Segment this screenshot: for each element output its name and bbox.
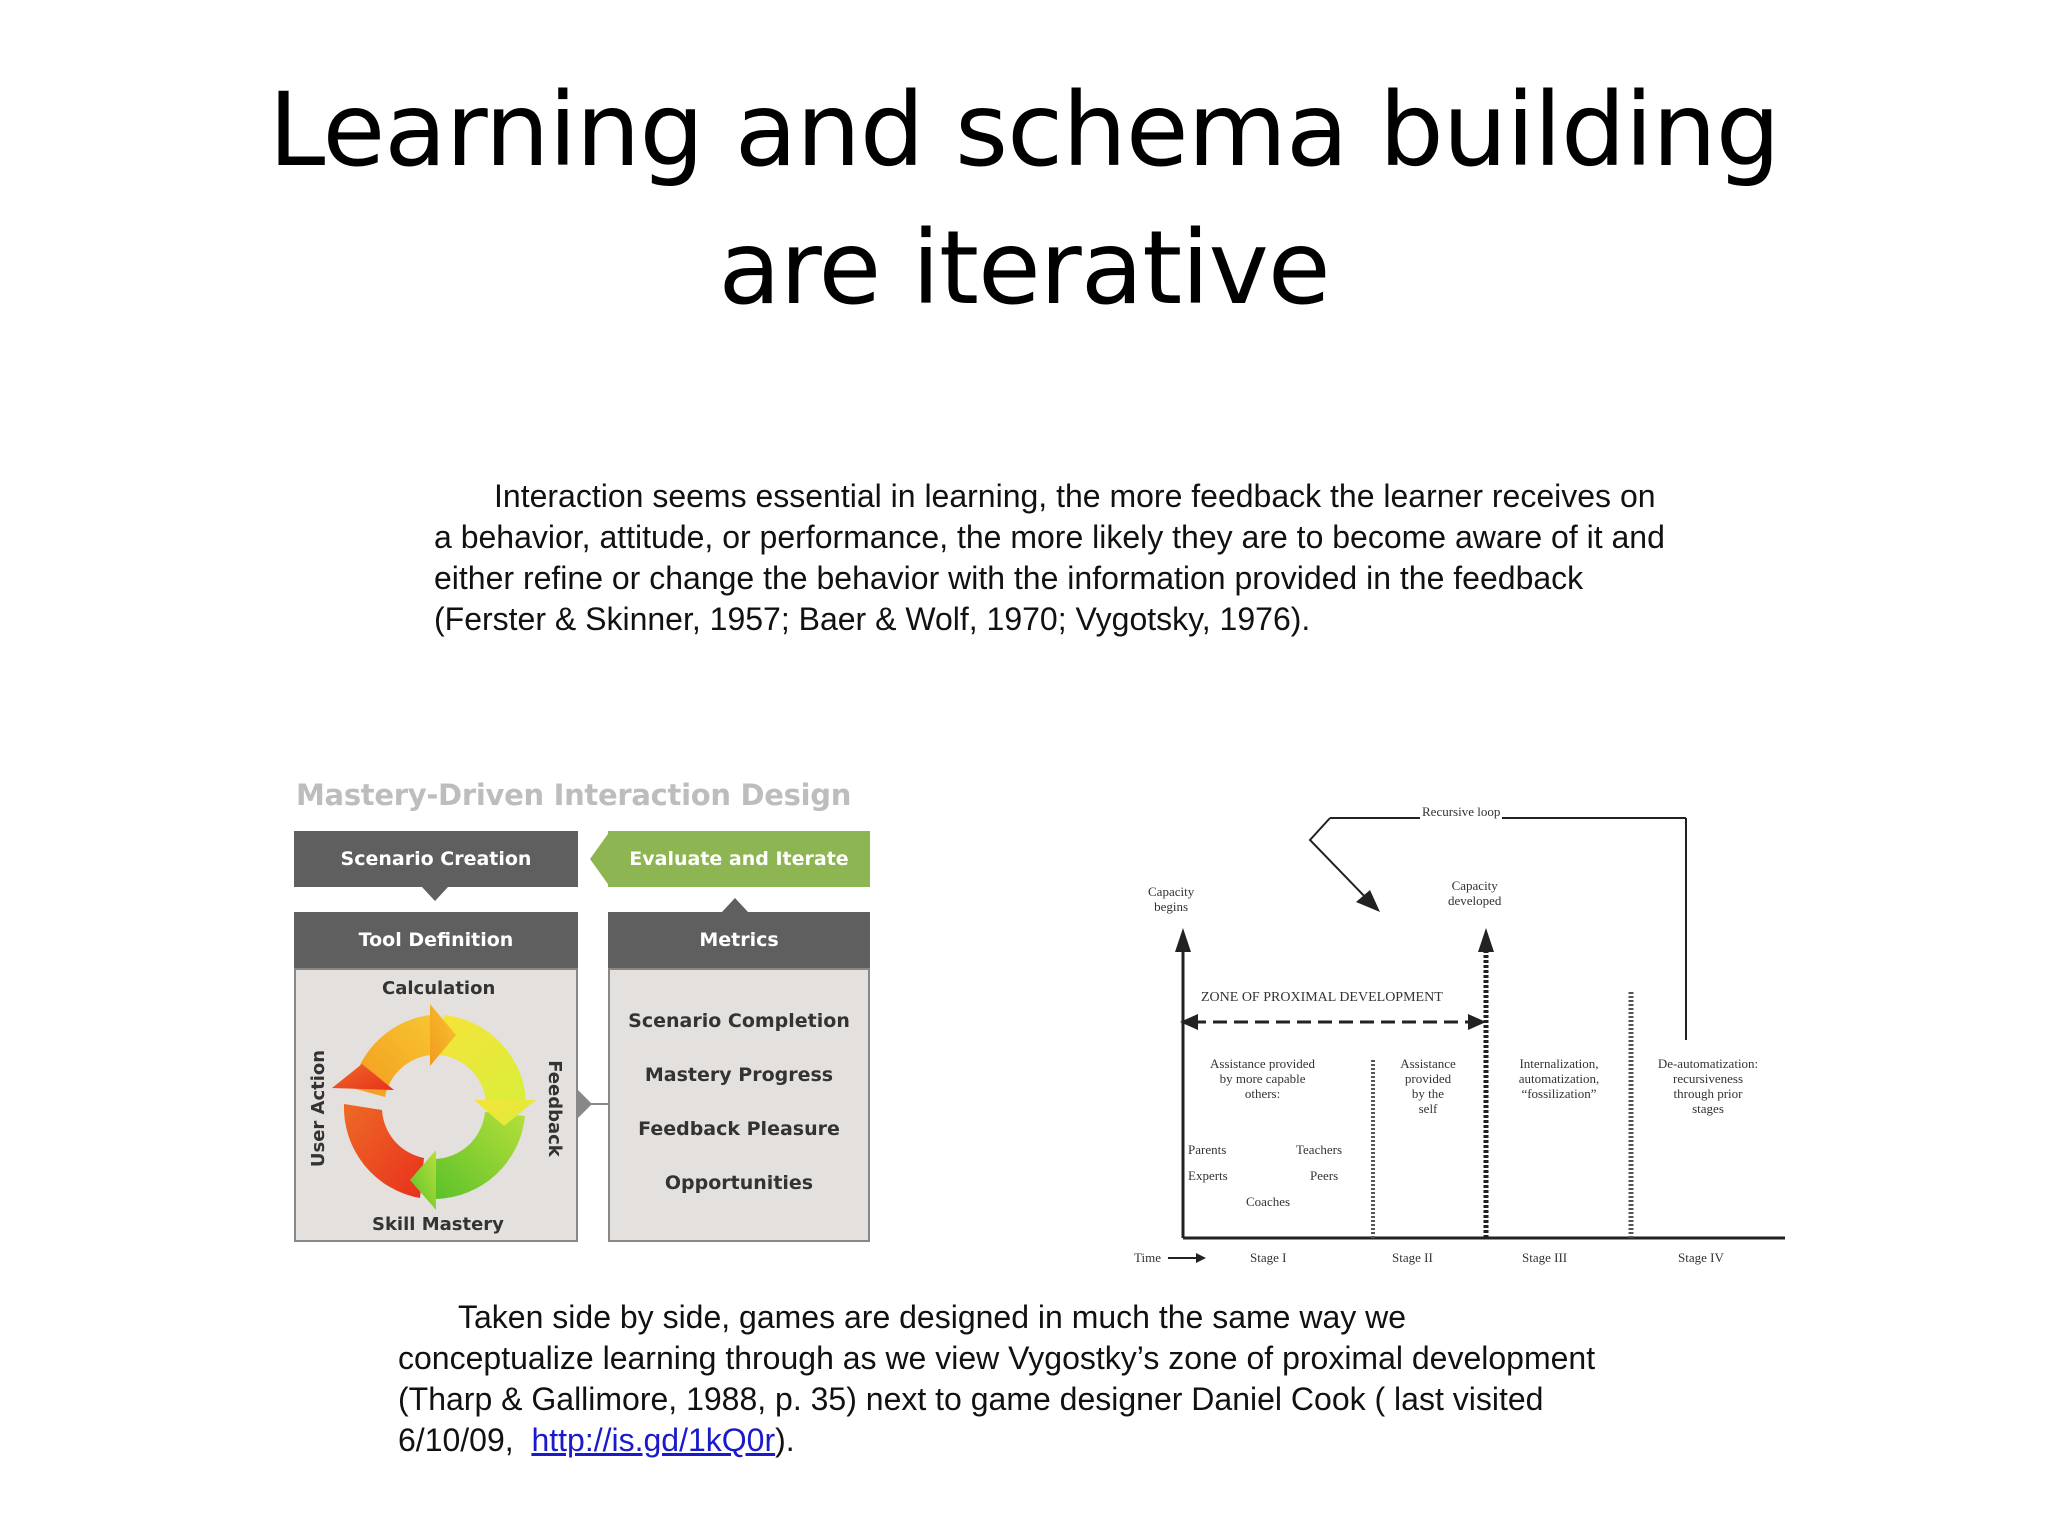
stage3-desc-line: Internalization,	[1519, 1056, 1599, 1071]
intro-paragraph: Interaction seems essential in learning,…	[434, 476, 1674, 640]
stage2-desc-line: Assistance	[1400, 1056, 1456, 1071]
down-arrow-icon	[422, 887, 448, 901]
stage2-description: Assistance provided by the self	[1380, 1056, 1476, 1116]
metric-item: Opportunities	[664, 1172, 814, 1194]
left-arrow-icon	[590, 831, 610, 887]
stage-label: Stage IV	[1678, 1250, 1724, 1265]
calculation-label: Calculation	[382, 978, 496, 999]
stage4-desc-line: through prior	[1673, 1086, 1743, 1101]
feedback-label: Feedback	[543, 1060, 565, 1157]
stage-label: Stage II	[1392, 1250, 1433, 1265]
up-arrow-icon	[722, 898, 748, 912]
metrics-box: Metrics	[608, 912, 870, 968]
scenario-creation-box: Scenario Creation	[294, 831, 578, 887]
stage-label: Stage I	[1250, 1250, 1287, 1265]
feedback-cycle-ring-icon	[332, 1004, 536, 1210]
scenario-creation-label: Scenario Creation	[340, 848, 532, 870]
user-action-label: User Action	[308, 1049, 330, 1168]
zpd-diagram: Recursive loop Capacity begins Capacity …	[1130, 800, 1790, 1280]
stage-label: Stage III	[1522, 1250, 1568, 1265]
slide-title-line-2: are iterative	[718, 209, 1330, 328]
capacity-begins-line-2: begins	[1154, 899, 1189, 914]
slide-title: Learning and schema building are iterati…	[0, 62, 2048, 338]
teachers-label: Teachers	[1296, 1142, 1343, 1157]
stage4-desc-line: De-automatization:	[1657, 1056, 1759, 1071]
stage1-desc-line: others:	[1244, 1086, 1281, 1101]
stage4-desc-line: stages	[1692, 1101, 1724, 1116]
capacity-developed-line-1: Capacity	[1451, 878, 1498, 893]
right-arrow-icon	[578, 1090, 608, 1118]
stage1-description: Assistance provided by more capable othe…	[1210, 1056, 1315, 1101]
comparison-paragraph-text: Taken side by side, games are designed i…	[398, 1299, 1596, 1458]
evaluate-iterate-label: Evaluate and Iterate	[629, 848, 849, 870]
stage4-desc-line: recursiveness	[1672, 1071, 1744, 1086]
stage3-description: Internalization, automatization, “fossil…	[1494, 1056, 1624, 1101]
stage2-desc-line: self	[1418, 1101, 1438, 1116]
stage4-description: De-automatization: recursiveness through…	[1638, 1056, 1778, 1116]
experts-label: Experts	[1188, 1168, 1228, 1183]
metric-item: Scenario Completion	[628, 1010, 850, 1032]
skill-mastery-label: Skill Mastery	[372, 1214, 504, 1235]
evaluate-iterate-box: Evaluate and Iterate	[608, 831, 870, 887]
zone-label: ZONE OF PROXIMAL DEVELOPMENT	[1198, 990, 1446, 1005]
stage3-desc-line: “fossilization”	[1521, 1086, 1597, 1101]
stage1-desc-line: Assistance provided	[1210, 1056, 1316, 1071]
capacity-developed-label: Capacity developed	[1448, 878, 1501, 908]
mastery-driven-diagram: Mastery-Driven Interaction Design Scenar…	[290, 774, 880, 1254]
comparison-paragraph-end: ).	[775, 1422, 795, 1458]
capacity-begins-label: Capacity begins	[1148, 884, 1194, 914]
peers-label: Peers	[1310, 1168, 1339, 1183]
metric-item: Feedback Pleasure	[638, 1118, 840, 1140]
slide-title-line-1: Learning and schema building	[268, 71, 1780, 190]
tool-definition-label: Tool Definition	[358, 929, 514, 951]
comparison-paragraph: Taken side by side, games are designed i…	[398, 1297, 1598, 1461]
stage2-desc-line: provided	[1404, 1071, 1452, 1086]
metrics-body: Scenario Completion Mastery Progress Fee…	[608, 968, 870, 1242]
metric-item: Mastery Progress	[644, 1064, 834, 1086]
tool-definition-box: Tool Definition	[294, 912, 578, 968]
tool-definition-body: Calculation User Action Feedback Skill M…	[294, 968, 578, 1242]
parents-label: Parents	[1188, 1142, 1227, 1157]
time-label: Time	[1134, 1250, 1161, 1265]
coaches-label: Coaches	[1246, 1194, 1291, 1209]
reference-link[interactable]: http://is.gd/1kQ0r	[531, 1422, 776, 1458]
stage2-desc-line: by the	[1411, 1086, 1445, 1101]
metrics-label: Metrics	[699, 929, 779, 951]
intro-paragraph-text: Interaction seems essential in learning,…	[434, 478, 1665, 637]
stage3-desc-line: automatization,	[1518, 1071, 1600, 1086]
mastery-diagram-title: Mastery-Driven Interaction Design	[296, 778, 852, 812]
stage1-desc-line: by more capable	[1219, 1071, 1306, 1086]
capacity-developed-line-2: developed	[1448, 893, 1502, 908]
zpd-lines	[1168, 817, 1785, 1263]
capacity-begins-line-1: Capacity	[1148, 884, 1195, 899]
recursive-loop-label: Recursive loop	[1420, 804, 1503, 819]
